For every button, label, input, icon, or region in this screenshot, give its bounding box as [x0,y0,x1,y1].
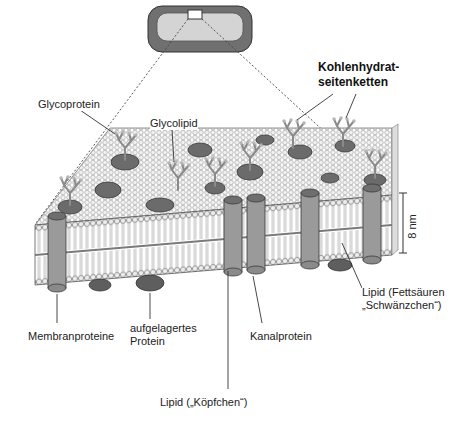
label-slot: Glycolipid [150,113,198,131]
part-label: Lipid (Fettsäuren „Schwänzchen“) [362,286,468,312]
label-slot: Kanalprotein [250,326,312,344]
label-slot: Glycoprotein [38,94,100,112]
part-label: Kohlenhydrat- seitenketten [318,60,418,90]
label-slot: Lipid („Köpfchen“) [160,392,247,410]
label-slot: aufgelagertes Protein [130,322,214,348]
transmembrane-proteins [48,184,381,292]
part-label: aufgelagertes Protein [130,322,214,348]
peripheral-proteins [89,259,352,291]
leader-lines [57,94,362,389]
label-slot: Membranproteine [28,326,114,344]
dimension-label: 8 nm [406,214,419,238]
part-label: Glycoprotein [38,98,100,111]
label-slot: Lipid (Fettsäuren „Schwänzchen“) [362,286,468,312]
part-label: Glycolipid [150,117,198,130]
part-label: Membranproteine [28,330,114,343]
bilayer-midline [35,225,392,255]
slab-side [392,124,398,255]
label-slot: Kohlenhydrat- seitenketten [318,60,418,90]
part-label: Kanalprotein [250,330,312,343]
cell-icon [148,6,252,52]
bilayer-face [35,195,392,285]
surface-proteins [58,135,386,214]
part-label: Lipid („Köpfchen“) [160,396,247,409]
label-slot: 8 nm [400,216,424,234]
